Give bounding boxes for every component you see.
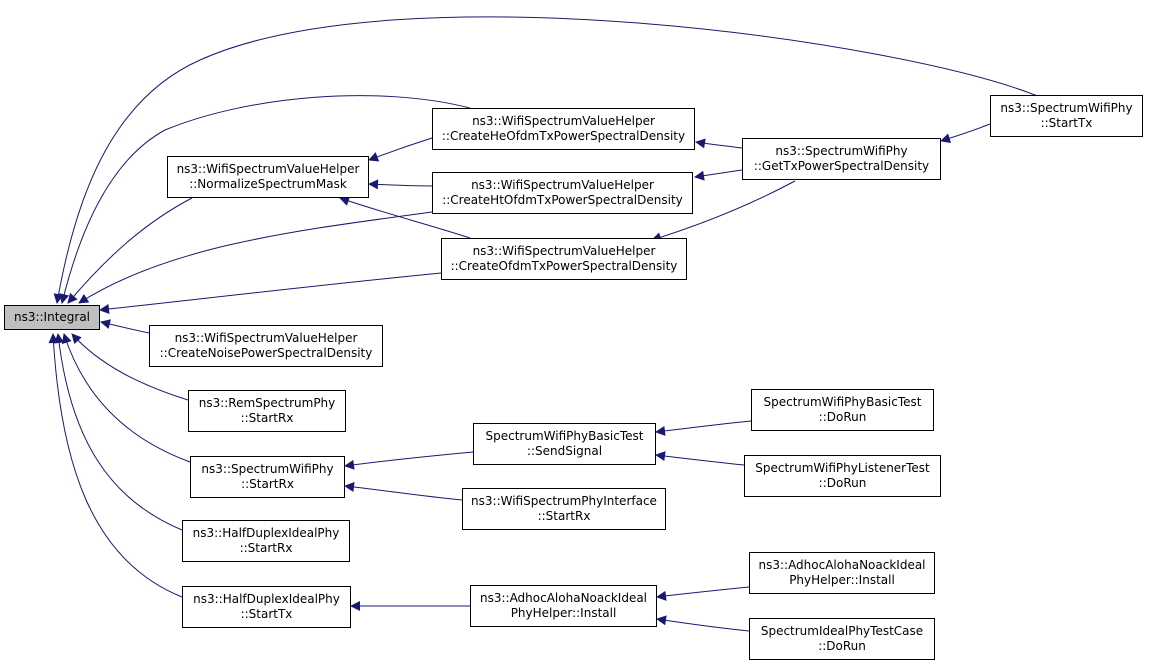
node-label-line: ns3::WifiSpectrumPhyInterface — [471, 494, 657, 508]
edge-starttx-to-gettxpsd — [940, 123, 991, 144]
node-label-line: SpectrumIdealPhyTestCase — [760, 624, 924, 638]
edge-wifistartrx-to-integral — [61, 333, 191, 463]
node-label-line: ::NormalizeSpectrumMask — [189, 177, 347, 191]
node-label-line: ns3::WifiSpectrumValueHelper — [472, 114, 655, 128]
edge-sendsignal-to-wifistartrx — [344, 451, 474, 470]
node-label-line: ns3::WifiSpectrumValueHelper — [176, 162, 360, 176]
node-spectrum-wifi-phy-start-rx[interactable]: ns3::SpectrumWifiPhy::StartRx — [190, 456, 345, 498]
edge-createhe-to-integral — [59, 95, 471, 304]
node-label-line: ::DoRun — [818, 410, 867, 424]
node-label-line: ns3::RemSpectrumPhy — [198, 396, 336, 410]
edge-gettxpsd-to-createht — [694, 169, 743, 181]
edge-adhocinstall1-to-adhocinstall — [656, 586, 750, 601]
edge-idealdorun-to-adhocinstall — [656, 615, 750, 632]
edge-normalize-to-integral — [67, 197, 193, 304]
node-get-tx-power-spectral-density[interactable]: ns3::SpectrumWifiPhy::GetTxPowerSpectral… — [742, 138, 941, 180]
node-label-line: ns3::AdhocAlohaNoackIdeal — [758, 558, 926, 572]
edge-hdstartrx-to-integral — [54, 333, 183, 531]
node-basic-test-do-run[interactable]: SpectrumWifiPhyBasicTest::DoRun — [751, 389, 934, 431]
node-label-line: ns3::Integral — [13, 310, 91, 324]
edge-createht-to-integral — [78, 211, 433, 304]
edge-remstartrx-to-integral — [71, 333, 189, 401]
node-label-line: ::DoRun — [818, 476, 867, 490]
node-half-duplex-ideal-phy-start-tx[interactable]: ns3::HalfDuplexIdealPhy::StartTx — [182, 586, 351, 628]
node-label-line: ::StartRx — [241, 477, 294, 491]
edge-hdstarttx-to-integral — [48, 333, 183, 598]
node-label-line: ::SendSignal — [526, 444, 603, 458]
node-create-he-ofdm-tx-psd[interactable]: ns3::WifiSpectrumValueHelper::CreateHeOf… — [432, 108, 695, 150]
node-label-line: ns3::AdhocAlohaNoackIdeal — [479, 591, 648, 605]
node-label-line: ns3::WifiSpectrumValueHelper — [174, 331, 358, 345]
node-label-line: ns3::WifiSpectrumValueHelper — [472, 244, 656, 258]
node-create-ofdm-tx-psd[interactable]: ns3::WifiSpectrumValueHelper::CreateOfdm… — [441, 238, 687, 280]
edge-createofdm-to-integral — [99, 272, 442, 314]
node-label-line: ns3::WifiSpectrumValueHelper — [471, 178, 654, 192]
node-label-line: ns3::SpectrumWifiPhy — [775, 144, 908, 158]
node-label-line: ::CreateNoisePowerSpectralDensity — [159, 346, 373, 360]
node-listener-test-do-run[interactable]: SpectrumWifiPhyListenerTest::DoRun — [744, 455, 941, 497]
edge-starttx-to-integral — [53, 16, 1041, 304]
node-half-duplex-ideal-phy-start-rx[interactable]: ns3::HalfDuplexIdealPhy::StartRx — [182, 520, 350, 562]
node-create-ht-ofdm-tx-psd[interactable]: ns3::WifiSpectrumValueHelper::CreateHtOf… — [432, 172, 693, 214]
edge-ifacestartrx-to-wifistartrx — [344, 482, 463, 501]
node-label-line: ::StartRx — [240, 411, 294, 425]
node-normalize-spectrum-mask[interactable]: ns3::WifiSpectrumValueHelper::NormalizeS… — [167, 156, 369, 198]
node-label-line: SpectrumWifiPhyListenerTest — [755, 461, 930, 475]
node-label-line: ::StartTx — [240, 607, 293, 621]
node-label-line: ns3::SpectrumWifiPhy — [1000, 101, 1133, 115]
node-create-noise-psd[interactable]: ns3::WifiSpectrumValueHelper::CreateNois… — [149, 325, 383, 367]
node-label-line: ::GetTxPowerSpectralDensity — [753, 159, 930, 173]
edge-gettxpsd-to-createofdm — [651, 180, 796, 243]
node-label-line: ns3::SpectrumWifiPhy — [201, 462, 334, 476]
edge-createofdm-to-normalize — [339, 196, 471, 239]
edge-createht-to-normalize — [368, 179, 433, 190]
node-label-line: PhyHelper::Install — [789, 573, 895, 587]
node-basic-test-send-signal[interactable]: SpectrumWifiPhyBasicTest::SendSignal — [473, 423, 656, 465]
node-label-line: ::StartRx — [537, 509, 591, 523]
node-label-line: ::CreateOfdmTxPowerSpectralDensity — [450, 259, 678, 273]
node-label-line: SpectrumWifiPhyBasicTest — [485, 429, 644, 443]
node-label-line: ::StartRx — [239, 541, 293, 555]
node-rem-spectrum-phy-start-rx[interactable]: ns3::RemSpectrumPhy::StartRx — [188, 390, 346, 432]
node-spectrum-wifi-phy-start-tx[interactable]: ns3::SpectrumWifiPhy::StartTx — [990, 95, 1143, 137]
edge-createhe-to-normalize — [368, 137, 433, 162]
node-label-line: ns3::HalfDuplexIdealPhy — [192, 526, 340, 540]
node-spectrum-ideal-phy-test-case-do-run[interactable]: SpectrumIdealPhyTestCase::DoRun — [749, 618, 935, 660]
node-label-line: ::CreateHtOfdmTxPowerSpectralDensity — [442, 193, 683, 207]
node-label-line: ::StartTx — [1040, 116, 1093, 130]
edge-basicdorun-to-sendsignal — [655, 420, 752, 436]
node-label-line: ns3::HalfDuplexIdealPhy — [193, 592, 340, 606]
node-integral: ns3::Integral — [4, 305, 100, 330]
edge-listenerdorun-to-sendsignal — [655, 451, 745, 466]
node-label-line: SpectrumWifiPhyBasicTest — [763, 395, 922, 409]
edge-createnoise-to-integral — [100, 319, 150, 334]
node-label-line: PhyHelper::Install — [510, 606, 617, 620]
node-label-line: ::DoRun — [818, 639, 866, 653]
node-wifi-spectrum-phy-interface-start-rx[interactable]: ns3::WifiSpectrumPhyInterface::StartRx — [462, 488, 666, 530]
node-label-line: ::CreateHeOfdmTxPowerSpectralDensity — [441, 129, 686, 143]
edge-gettxpsd-to-createhe — [695, 138, 743, 149]
